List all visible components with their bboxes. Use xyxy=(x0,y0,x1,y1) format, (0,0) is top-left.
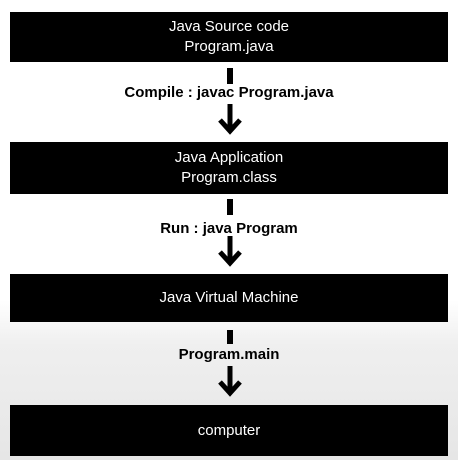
compile-step-label: Compile : javac Program.java xyxy=(124,84,334,101)
box-filename: Program.java xyxy=(184,38,274,55)
down-arrow-icon xyxy=(218,366,242,397)
run-step-label: Run : java Program xyxy=(160,220,298,237)
java-source-code-box: Java Source code Program.java xyxy=(10,12,448,62)
box-title: computer xyxy=(197,421,261,439)
down-arrow-icon xyxy=(218,104,242,135)
connector-dash xyxy=(227,330,233,344)
box-title: Java Source code xyxy=(168,18,290,35)
connector-dash xyxy=(227,199,233,215)
down-arrow-icon xyxy=(218,236,242,267)
box-title: Java Application xyxy=(174,149,284,166)
computer-box: computer xyxy=(10,405,448,456)
connector-dash xyxy=(227,68,233,84)
main-step-label: Program.main xyxy=(178,346,280,363)
box-title: Java Virtual Machine xyxy=(159,289,299,306)
box-filename: Program.class xyxy=(181,169,277,186)
java-application-box: Java Application Program.class xyxy=(10,142,448,194)
java-virtual-machine-box: Java Virtual Machine xyxy=(10,274,448,322)
